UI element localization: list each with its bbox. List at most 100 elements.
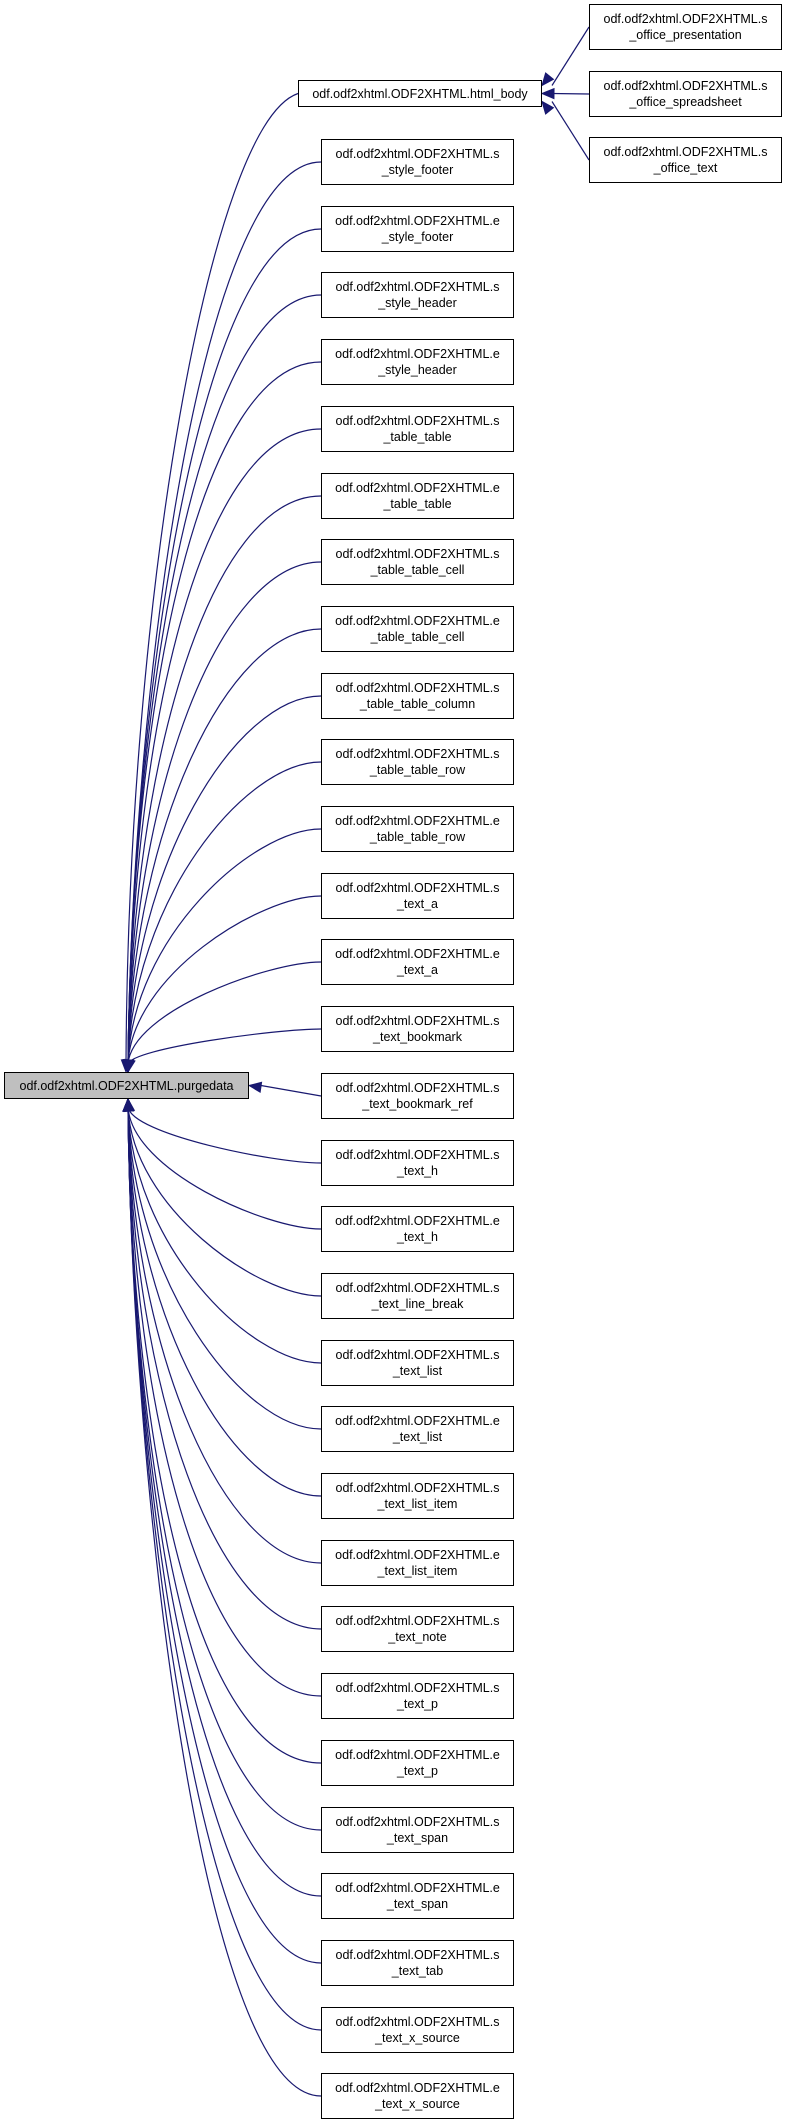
node-label-line2: _text_note (388, 1630, 447, 1644)
node-label-line1: odf.odf2xhtml.ODF2XHTML.s (335, 547, 500, 561)
node-label-line1: odf.odf2xhtml.ODF2XHTML.s (335, 147, 500, 161)
node-label-line2: _text_h (396, 1230, 438, 1244)
node-e-table-table[interactable]: odf.odf2xhtml.ODF2XHTML.e_table_table (321, 473, 514, 519)
edge-e-text-x-source (127, 1106, 322, 2097)
node-label-line1: odf.odf2xhtml.ODF2XHTML.s (335, 1948, 500, 1962)
node-label-line1: odf.odf2xhtml.ODF2XHTML.s (335, 280, 500, 294)
node-s-text-span[interactable]: odf.odf2xhtml.ODF2XHTML.s_text_span (321, 1807, 514, 1853)
node-e-text-p[interactable]: odf.odf2xhtml.ODF2XHTML.e_text_p (321, 1740, 514, 1786)
edge-s-office-presentation (551, 26, 590, 86)
node-label-line1: odf.odf2xhtml.ODF2XHTML.e (335, 1881, 500, 1895)
edge-e-text-x-source-arrowhead (122, 1097, 134, 1112)
node-label-line1: odf.odf2xhtml.ODF2XHTML.s (603, 12, 768, 26)
node-s-table-table[interactable]: odf.odf2xhtml.ODF2XHTML.s _table_table (321, 406, 514, 452)
node-s-text-list[interactable]: odf.odf2xhtml.ODF2XHTML.s _text_list (321, 1340, 514, 1386)
node-label-line2: _text_tab (391, 1964, 444, 1978)
node-s-text-note[interactable]: odf.odf2xhtml.ODF2XHTML.s_text_note (321, 1606, 514, 1652)
node-label-line1: odf.odf2xhtml.ODF2XHTML.s (335, 1481, 500, 1495)
node-label-line2: _text_list (392, 1364, 443, 1378)
node-e-style-footer[interactable]: odf.odf2xhtml.ODF2XHTML.e _style_footer (321, 206, 514, 252)
node-s-table-table-cell[interactable]: odf.odf2xhtml.ODF2XHTML.s_table_table_ce… (321, 539, 514, 585)
node-s-text-p[interactable]: odf.odf2xhtml.ODF2XHTML.s _text_p (321, 1673, 514, 1719)
node-s-office-presentation[interactable]: odf.odf2xhtml.ODF2XHTML.s_office_present… (589, 4, 782, 50)
node-label-line2: _style_footer (381, 163, 454, 177)
edge-s-table-table (127, 428, 322, 1065)
node-s-style-header[interactable]: odf.odf2xhtml.ODF2XHTML.s_style_header (321, 272, 514, 318)
edge-e-text-h (127, 1106, 322, 1230)
node-label-line1: odf.odf2xhtml.ODF2XHTML.e (335, 1748, 500, 1762)
node-label-line2: _text_x_source (375, 2097, 460, 2111)
node-s-text-a[interactable]: odf.odf2xhtml.ODF2XHTML.s _text_a (321, 873, 514, 919)
node-s-office-text[interactable]: odf.odf2xhtml.ODF2XHTML.s_office_text (589, 137, 782, 183)
edge-s-text-bookmark-ref (260, 1084, 322, 1097)
node-label-line1: odf.odf2xhtml.ODF2XHTML.s (603, 79, 768, 93)
node-s-text-x-source[interactable]: odf.odf2xhtml.ODF2XHTML.s_text_x_source (321, 2007, 514, 2053)
node-s-table-table-column[interactable]: odf.odf2xhtml.ODF2XHTML.s_table_table_co… (321, 673, 514, 719)
node-label-line1: odf.odf2xhtml.ODF2XHTML.s (335, 881, 500, 895)
edge-s-table-table-column (127, 695, 322, 1065)
node-s-text-bookmark-ref[interactable]: odf.odf2xhtml.ODF2XHTML.s_text_bookmark_… (321, 1073, 514, 1119)
node-label-line2: _text_list_item (377, 1564, 458, 1578)
node-label-line1: odf.odf2xhtml.ODF2XHTML.s (335, 1148, 500, 1162)
node-s-text-bookmark[interactable]: odf.odf2xhtml.ODF2XHTML.s_text_bookmark (321, 1006, 514, 1052)
node-html-body[interactable]: odf.odf2xhtml.ODF2XHTML.html_body (298, 80, 542, 107)
edge-s-text-line-break (127, 1106, 322, 1297)
node-label-line1: odf.odf2xhtml.ODF2XHTML.e (335, 214, 500, 228)
node-label-line2: _text_list (392, 1430, 443, 1444)
edge-s-office-spreadsheet-arrowhead (540, 87, 555, 100)
node-e-text-span[interactable]: odf.odf2xhtml.ODF2XHTML.e_text_span (321, 1873, 514, 1919)
node-label-line2: _text_bookmark (373, 1030, 462, 1044)
node-e-text-list[interactable]: odf.odf2xhtml.ODF2XHTML.e _text_list (321, 1406, 514, 1452)
node-label-line1: odf.odf2xhtml.ODF2XHTML.s (335, 2015, 500, 2029)
edge-s-text-note (127, 1106, 322, 1630)
node-s-text-tab[interactable]: odf.odf2xhtml.ODF2XHTML.s _text_tab (321, 1940, 514, 1986)
node-e-table-table-row[interactable]: odf.odf2xhtml.ODF2XHTML.e_table_table_ro… (321, 806, 514, 852)
node-label-line1: odf.odf2xhtml.ODF2XHTML.e (335, 1214, 500, 1228)
node-label-line1: odf.odf2xhtml.ODF2XHTML.s (335, 1348, 500, 1362)
node-label-line2: _style_footer (381, 230, 454, 244)
edge-s-text-a (127, 895, 322, 1065)
node-label-line2: _table_table (383, 430, 452, 444)
node-s-text-h[interactable]: odf.odf2xhtml.ODF2XHTML.s _text_h (321, 1140, 514, 1186)
edge-e-table-table-cell (127, 628, 322, 1065)
edge-e-style-footer (127, 228, 322, 1065)
node-e-style-header[interactable]: odf.odf2xhtml.ODF2XHTML.e_style_header (321, 339, 514, 385)
node-label-line2: _text_h (396, 1164, 438, 1178)
node-e-text-x-source[interactable]: odf.odf2xhtml.ODF2XHTML.e _text_x_source (321, 2073, 514, 2119)
node-label-line2: _text_line_break (371, 1297, 464, 1311)
node-label-line1: odf.odf2xhtml.ODF2XHTML.s (603, 145, 768, 159)
node-s-office-spreadsheet[interactable]: odf.odf2xhtml.ODF2XHTML.s_office_spreads… (589, 71, 782, 117)
node-label-line1: odf.odf2xhtml.ODF2XHTML.e (335, 1548, 500, 1562)
node-s-table-table-row[interactable]: odf.odf2xhtml.ODF2XHTML.s_table_table_ro… (321, 739, 514, 785)
node-label-line1: odf.odf2xhtml.ODF2XHTML.s (335, 1281, 500, 1295)
node-s-text-line-break[interactable]: odf.odf2xhtml.ODF2XHTML.s _text_line_brea… (321, 1273, 514, 1319)
edge-s-table-table-row (127, 761, 322, 1065)
node-label-line1: odf.odf2xhtml.ODF2XHTML.e (335, 614, 500, 628)
edge-e-table-table (127, 495, 322, 1065)
node-e-text-a[interactable]: odf.odf2xhtml.ODF2XHTML.e_text_a (321, 939, 514, 985)
node-s-text-list-item[interactable]: odf.odf2xhtml.ODF2XHTML.s _text_list_item (321, 1473, 514, 1519)
node-label-line1: odf.odf2xhtml.ODF2XHTML.e (335, 1414, 500, 1428)
edge-e-text-list-item (127, 1106, 322, 1564)
node-label-line1: odf.odf2xhtml.ODF2XHTML.s (335, 1681, 500, 1695)
edge-s-office-presentation-arrowhead (541, 72, 555, 87)
node-label-line2: _text_p (396, 1697, 438, 1711)
node-label-line2: _text_a (396, 897, 438, 911)
edge-s-style-header (127, 294, 322, 1065)
node-label-line1: odf.odf2xhtml.ODF2XHTML.s (335, 414, 500, 428)
edge-s-text-tab (127, 1106, 322, 1964)
edge-e-style-header (127, 361, 322, 1065)
node-label-line2: _text_list_item (377, 1497, 458, 1511)
edge-s-table-table-cell (127, 561, 322, 1065)
node-label-line1: odf.odf2xhtml.ODF2XHTML.e (335, 2081, 500, 2095)
node-label-line1: odf.odf2xhtml.ODF2XHTML.e (335, 481, 500, 495)
node-e-text-list-item[interactable]: odf.odf2xhtml.ODF2XHTML.e _text_list_item (321, 1540, 514, 1586)
node-e-table-table-cell[interactable]: odf.odf2xhtml.ODF2XHTML.e_table_table_ce… (321, 606, 514, 652)
node-e-text-h[interactable]: odf.odf2xhtml.ODF2XHTML.e _text_h (321, 1206, 514, 1252)
node-label-line1: odf.odf2xhtml.ODF2XHTML.s (335, 747, 500, 761)
node-purgedata[interactable]: odf.odf2xhtml.ODF2XHTML.purgedata (4, 1072, 249, 1099)
node-label-line2: _text_bookmark_ref (362, 1097, 473, 1111)
node-s-style-footer[interactable]: odf.odf2xhtml.ODF2XHTML.s _style_footer (321, 139, 514, 185)
